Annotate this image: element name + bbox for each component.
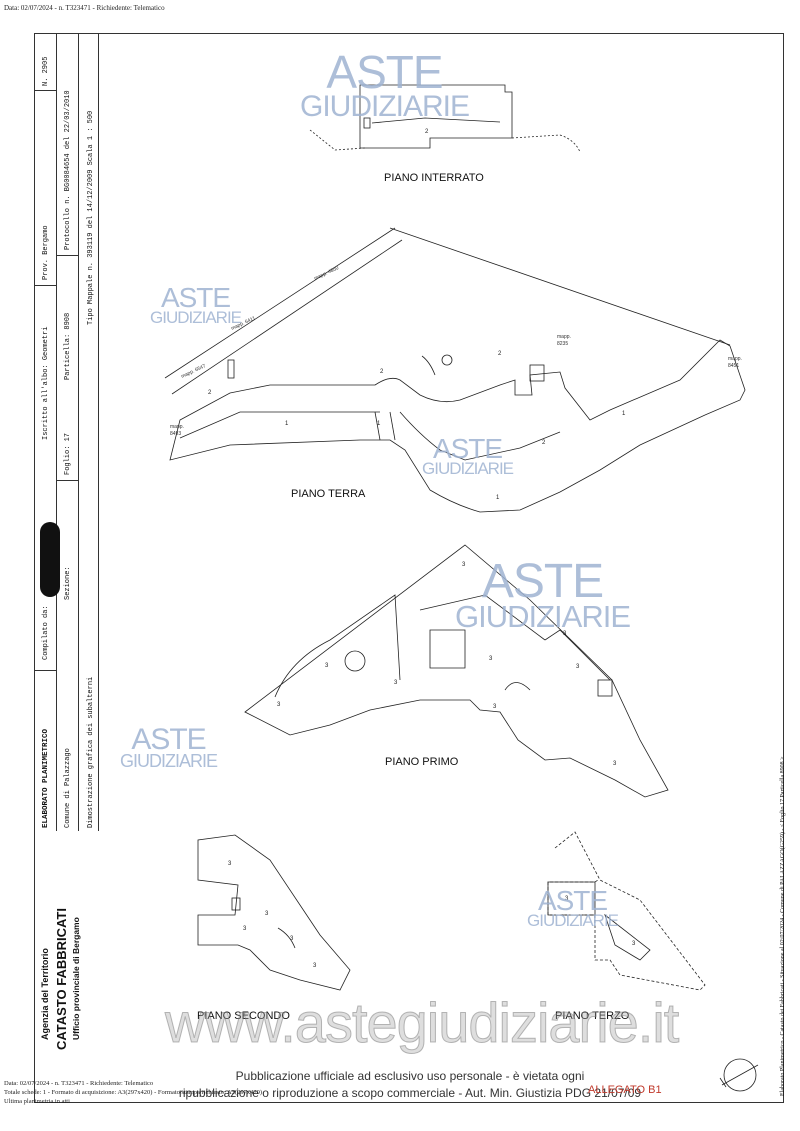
watermark-logo: ASTE GIUDIZIARIE: [300, 46, 470, 124]
svg-text:3: 3: [313, 963, 317, 969]
svg-text:2: 2: [425, 129, 429, 135]
footer-info: Data: 02/07/2024 - n. T323471 - Richiede…: [4, 1080, 263, 1105]
watermark-logo: ASTE GIUDIZIARIE: [527, 885, 619, 931]
svg-text:3: 3: [394, 680, 398, 686]
plan-primo-shape: [244, 544, 669, 798]
title-block-divider: [56, 255, 78, 256]
label-piano-terra: PIANO TERRA: [291, 488, 366, 500]
svg-text:3: 3: [462, 562, 466, 568]
svg-text:8235: 8235: [557, 341, 568, 347]
svg-text:mapp.: mapp.: [170, 424, 184, 430]
svg-text:2: 2: [208, 390, 212, 396]
svg-text:1: 1: [377, 421, 381, 427]
svg-text:1: 1: [622, 411, 626, 417]
svg-text:3: 3: [325, 663, 329, 669]
svg-text:2: 2: [498, 351, 502, 357]
svg-text:1: 1: [496, 495, 500, 501]
title-block-divider: [78, 33, 79, 831]
redaction-mark: [40, 522, 60, 597]
plan-secondo-shape: [197, 834, 351, 991]
svg-text:mapp.: mapp.: [728, 356, 742, 362]
label-piano-secondo: PIANO SECONDO: [197, 1010, 290, 1022]
watermark-website: www.astegiudiziarie.it: [164, 991, 679, 1055]
north-arrow: [719, 1058, 759, 1092]
svg-text:8451: 8451: [728, 363, 739, 369]
title-block-divider: [34, 285, 56, 286]
svg-text:3: 3: [265, 911, 269, 917]
svg-text:3: 3: [277, 702, 281, 708]
svg-text:1: 1: [285, 421, 289, 427]
label-piano-interrato: PIANO INTERRATO: [384, 172, 484, 184]
header-line: Data: 02/07/2024 - n. T323471 - Richiede…: [4, 4, 165, 12]
plan-interrato-shape: [309, 84, 581, 153]
watermark-logo: ASTE GIUDIZIARIE: [422, 433, 514, 479]
title-block-divider: [34, 90, 56, 91]
svg-text:3: 3: [632, 941, 636, 947]
svg-text:3: 3: [576, 664, 580, 670]
title-block: [34, 33, 99, 831]
watermark-logo: ASTE GIUDIZIARIE: [455, 555, 631, 635]
title-block-divider: [34, 670, 56, 671]
label-piano-primo: PIANO PRIMO: [385, 756, 459, 768]
svg-text:3: 3: [243, 926, 247, 932]
label-piano-terzo: PIANO TERZO: [555, 1010, 630, 1022]
plan-terra-shape: [164, 227, 746, 513]
svg-text:3: 3: [228, 861, 232, 867]
svg-text:mapp.: mapp.: [557, 334, 571, 340]
svg-text:2: 2: [542, 440, 546, 446]
svg-text:8493: 8493: [170, 431, 181, 437]
drawing-frame: [34, 33, 784, 1103]
right-margin-note: Elaborato Planimetrico - Catasto dei Fab…: [780, 756, 786, 1097]
svg-text:mapp. 4850: mapp. 4850: [313, 265, 340, 282]
allegato-label: ALLEGATO B1: [588, 1084, 662, 1096]
plan-terzo-shape: [547, 831, 706, 991]
svg-text:3: 3: [613, 761, 617, 767]
svg-text:3: 3: [563, 631, 567, 637]
svg-text:3: 3: [290, 936, 294, 942]
title-block-divider: [56, 33, 57, 831]
svg-text:3: 3: [493, 704, 497, 710]
watermark-logo: ASTE GIUDIZIARIE: [120, 723, 218, 771]
svg-text:2: 2: [380, 369, 384, 375]
publication-notice: Pubblicazione ufficiale ad esclusivo uso…: [178, 1069, 642, 1100]
svg-text:3: 3: [565, 896, 569, 902]
watermark-logo: ASTE GIUDIZIARIE: [150, 282, 242, 328]
title-block-divider: [56, 480, 78, 481]
svg-text:3: 3: [489, 656, 493, 662]
